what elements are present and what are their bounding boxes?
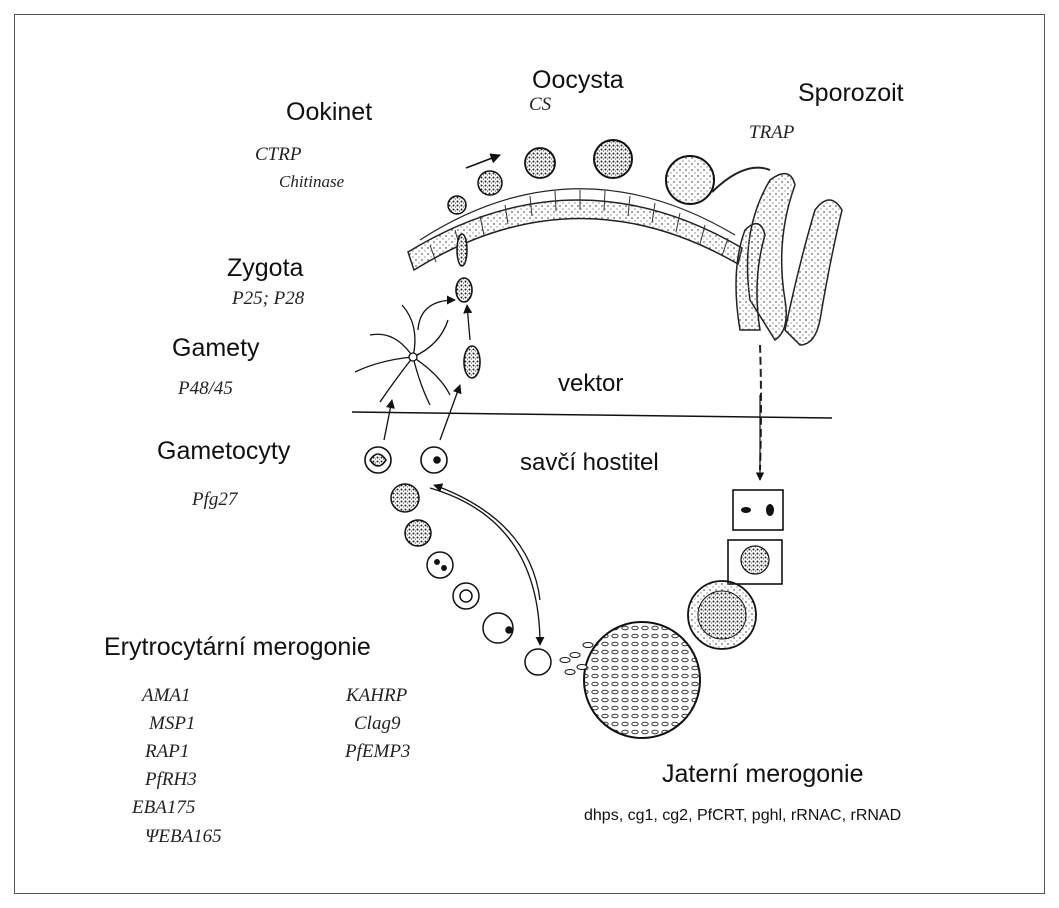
gene-ery-left-5: EBA175 [132,797,195,819]
gene-ery-right-2: Clag9 [354,713,400,735]
erythrocytic-cycle [391,484,551,675]
gene-ery-left-3: RAP1 [145,741,189,763]
gene-ery-right-3: PfEMP3 [345,741,410,763]
gene-sporozoit: TRAP [749,122,794,144]
gene-gametocyty: Pfg27 [192,489,237,511]
gene-oocysta: CS [529,94,551,116]
gene-ookinet-1: CTRP [255,144,301,166]
stage-label-ookinet: Ookinet [286,98,372,127]
stage-label-gametocyty: Gametocyty [157,437,290,466]
stage-label-jaterni: Jaterní merogonie [662,760,864,789]
stage-label-zygota: Zygota [227,254,303,283]
host-label-vector: vektor [558,370,623,398]
gene-jaterni: dhps, cg1, cg2, PfCRT, pghl, rRNAC, rRNA… [584,807,901,825]
gene-gamety: P48/45 [178,378,233,400]
gametocytes [365,447,447,473]
ookinete [457,234,467,266]
stage-label-oocysta: Oocysta [532,66,624,95]
zygote [456,278,472,302]
gene-ery-right-1: KAHRP [346,685,407,707]
stage-label-gamety: Gamety [172,334,260,363]
macrogamete [464,346,480,378]
salivary-gland [736,174,842,345]
stage-label-erytrocytarni: Erytrocytární merogonie [104,633,371,662]
liver-stages [584,490,783,738]
microgamete [355,305,450,405]
gene-ery-left-6: ΨEBA165 [145,826,222,848]
gene-ery-left-1: AMA1 [142,685,191,707]
gene-ookinet-2: Chitinase [279,172,344,192]
gene-ery-left-2: MSP1 [149,713,195,735]
stage-label-sporozoit: Sporozoit [798,79,904,108]
host-label-mammal: savčí hostitel [520,449,659,477]
gene-ery-left-4: PfRH3 [145,769,197,791]
gene-zygota: P25; P28 [232,288,304,310]
